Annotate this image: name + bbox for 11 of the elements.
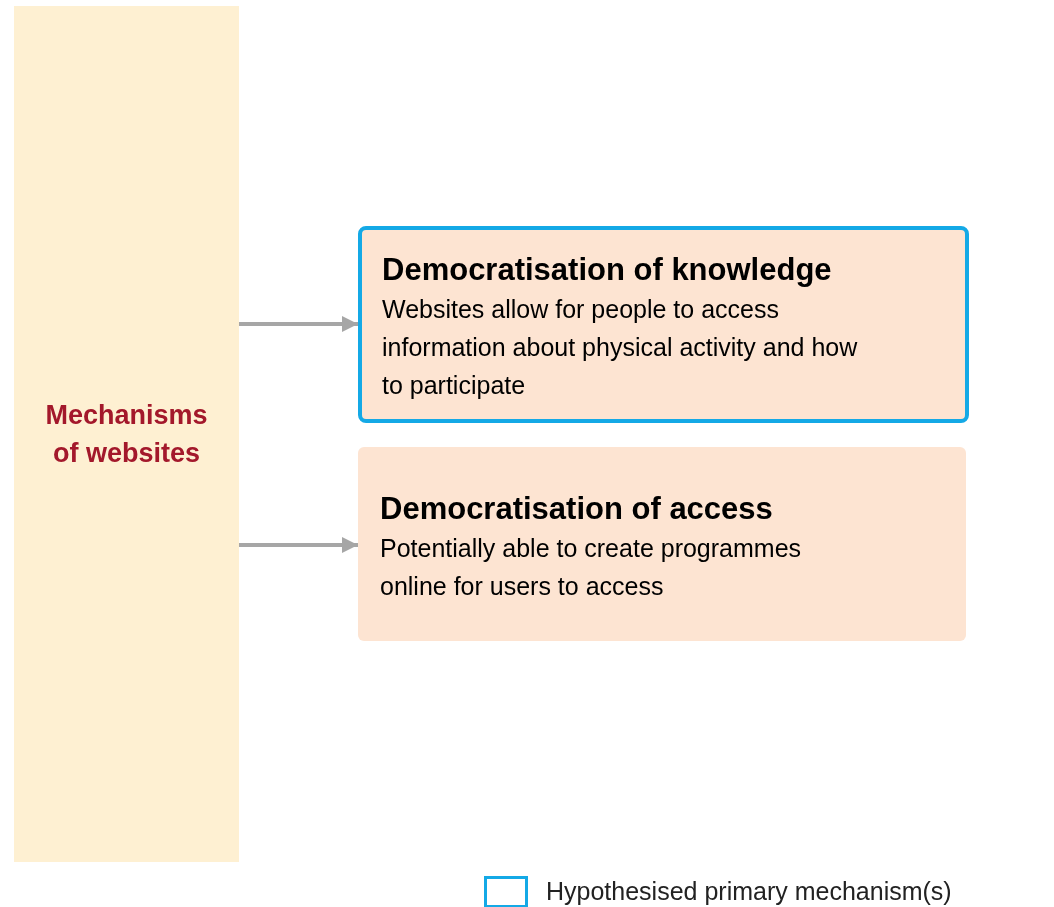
legend-label: Hypothesised primary mechanism(s) [546, 876, 952, 907]
side-band [14, 6, 239, 862]
mechanism-title: Democratisation of knowledge [382, 251, 832, 289]
mechanism-title: Democratisation of access [380, 490, 773, 528]
highlighted-mechanism-box [358, 226, 969, 423]
band-label: Mechanisms of websites [44, 399, 209, 470]
arrow [239, 537, 358, 553]
arrow [239, 316, 358, 332]
mechanism-description: Websites allow for people to access information about physical activity and how to participate [382, 294, 859, 401]
mechanism-description: Potentially able to create programmes online for users to access [380, 533, 803, 602]
mechanism-box [358, 447, 966, 641]
